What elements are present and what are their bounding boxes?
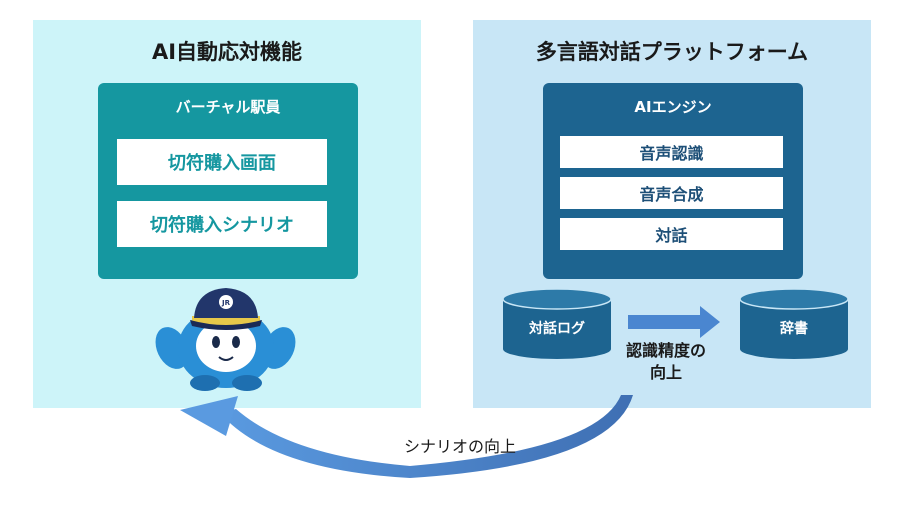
- accuracy-arrow-icon: [628, 306, 720, 338]
- feedback-curve-arrow-icon: [180, 395, 633, 478]
- box-title: AIエンジン: [634, 98, 712, 116]
- panel-title: 多言語対話プラットフォーム: [535, 40, 809, 64]
- ai-engine-box: AIエンジン 音声認識 音声合成 対話: [543, 83, 803, 279]
- panel-title: AI自動応対機能: [151, 40, 303, 64]
- ticket-purchase-screen-item: 切符購入画面: [117, 139, 327, 185]
- box-title: バーチャル駅員: [175, 98, 281, 116]
- scenario-improvement-label: シナリオの向上: [403, 437, 516, 456]
- dictionary-database-icon: [739, 288, 849, 359]
- cap-badge-text: JR: [221, 299, 231, 307]
- accuracy-improvement-label: 認識精度の 向上: [625, 341, 706, 382]
- speech-synthesis-item: 音声合成: [560, 177, 783, 209]
- dictionary-label: 辞書: [780, 321, 808, 337]
- station-staff-mascot-icon: JR: [155, 288, 296, 391]
- virtual-station-staff-box: バーチャル駅員 切符購入画面 切符購入シナリオ: [98, 83, 358, 279]
- speech-recognition-item: 音声認識: [560, 136, 783, 168]
- ticket-purchase-scenario-item: 切符購入シナリオ: [117, 201, 327, 247]
- dialogue-log-label: 対話ログ: [529, 321, 585, 337]
- ai-auto-response-panel: AI自動応対機能 バーチャル駅員 切符購入画面 切符購入シナリオ: [33, 20, 421, 408]
- dialogue-log-database-icon: [502, 288, 612, 359]
- dialogue-item: 対話: [560, 218, 783, 250]
